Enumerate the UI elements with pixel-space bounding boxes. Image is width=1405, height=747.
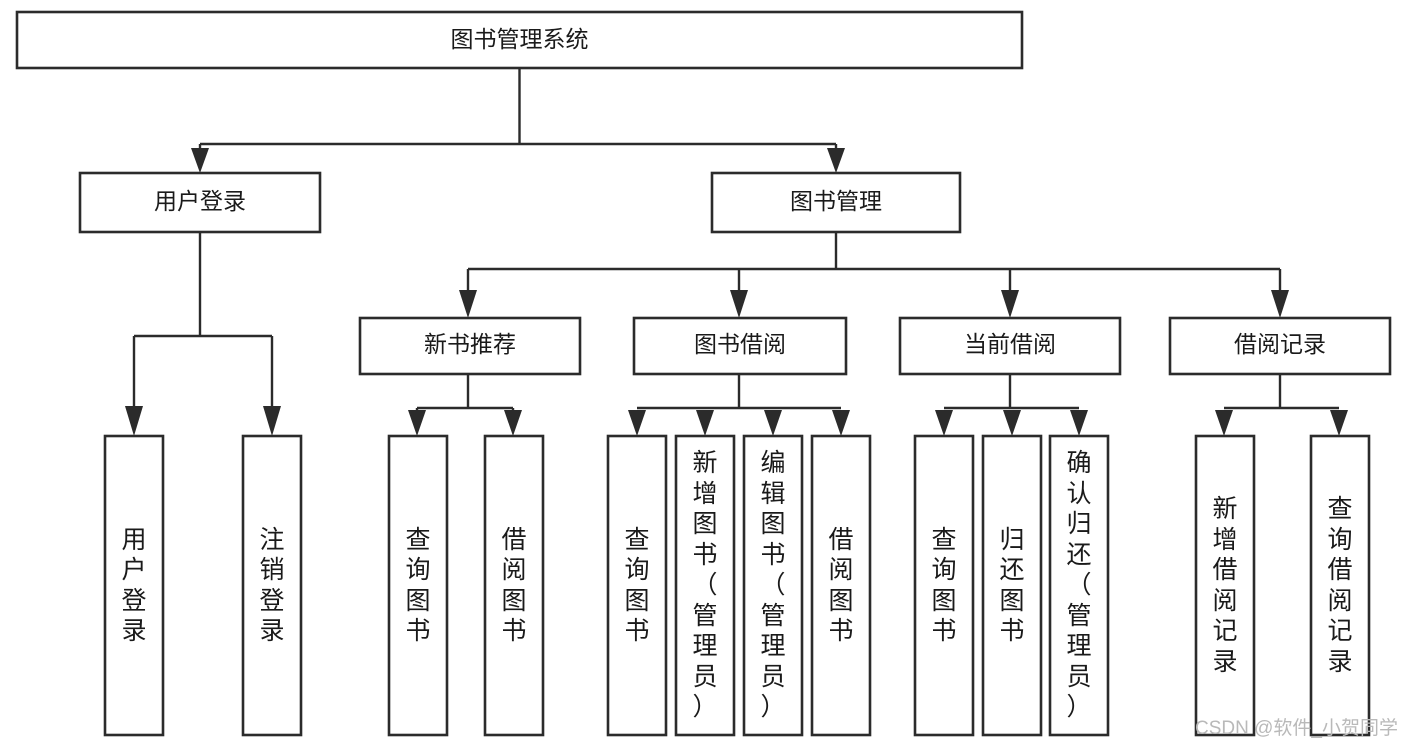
arrowhead-borrow-record — [1271, 290, 1289, 318]
node-book-management-box[interactable] — [710, 171, 962, 234]
node-current-borrow-box[interactable] — [898, 316, 1122, 376]
arrowhead-leaf-confirm-return — [1070, 410, 1088, 436]
leaf-confirm-return-box[interactable] — [1048, 434, 1110, 737]
leaf-query-book-borrow-box[interactable] — [606, 434, 668, 737]
node-user-login-label: 用户登录 — [154, 188, 246, 214]
node-new-book-recommend-box[interactable] — [358, 316, 582, 376]
connector-layer — [125, 68, 1348, 436]
leaf-edit-book-box[interactable] — [742, 434, 804, 737]
csdn-watermark: CSDN @软件_小贺同学 — [1195, 717, 1398, 739]
node-root-box[interactable] — [15, 10, 1024, 70]
node-borrow-record-box[interactable] — [1168, 316, 1392, 376]
leaf-add-book-box[interactable] — [674, 434, 736, 737]
leaf-logout-box[interactable] — [241, 434, 303, 737]
node-book-borrow-box[interactable] — [632, 316, 848, 376]
arrowhead-leaf-user-login — [125, 406, 143, 436]
node-root-label: 图书管理系统 — [451, 26, 589, 52]
node-borrow-record[interactable]: 借阅记录 — [1168, 316, 1392, 376]
node-book-management-label: 图书管理 — [790, 188, 882, 214]
arrowhead-leaf-logout — [263, 406, 281, 436]
arrowhead-leaf-add-book — [696, 410, 714, 436]
arrowhead-new-book-recommend — [459, 290, 477, 318]
arrowhead-current-borrow — [1001, 290, 1019, 318]
leaf-query-book-current-box[interactable] — [913, 434, 975, 737]
arrowhead-leaf-borrow-book — [832, 410, 850, 436]
node-current-borrow-label: 当前借阅 — [964, 331, 1056, 357]
node-user-login-box[interactable] — [78, 171, 322, 234]
leaf-user-login-box[interactable] — [103, 434, 165, 737]
leaf-borrow-book-box[interactable] — [810, 434, 872, 737]
leaf-query-record-box[interactable] — [1309, 434, 1371, 737]
arrowhead-leaf-edit-book — [764, 410, 782, 436]
arrowhead-leaf-return-book — [1003, 410, 1021, 436]
leaf-borrow-book-new-box[interactable] — [483, 434, 545, 737]
arrowhead-leaf-query-book-borrow — [628, 410, 646, 436]
arrowhead-leaf-query-book-new — [408, 410, 426, 436]
leaf-add-record-box[interactable] — [1194, 434, 1256, 737]
arrowhead-book-borrow — [730, 290, 748, 318]
node-book-management[interactable]: 图书管理 — [710, 171, 962, 234]
arrowhead-leaf-query-book-current — [935, 410, 953, 436]
node-new-book-recommend-label: 新书推荐 — [424, 331, 516, 357]
node-book-borrow[interactable]: 图书借阅 — [632, 316, 848, 376]
arrowhead-user-login — [191, 148, 209, 173]
node-new-book-recommend[interactable]: 新书推荐 — [358, 316, 582, 376]
arrowhead-leaf-borrow-book-new — [504, 410, 522, 436]
node-borrow-record-label: 借阅记录 — [1234, 331, 1326, 357]
leaf-query-book-new-box[interactable] — [387, 434, 449, 737]
node-user-login[interactable]: 用户登录 — [78, 171, 322, 234]
arrowhead-book-management — [827, 148, 845, 173]
leaf-node-layer — [103, 434, 1371, 737]
arrowhead-leaf-add-record — [1215, 410, 1233, 436]
node-root[interactable]: 图书管理系统 — [15, 10, 1024, 70]
leaf-return-book-box[interactable] — [981, 434, 1043, 737]
node-current-borrow[interactable]: 当前借阅 — [898, 316, 1122, 376]
node-book-borrow-label: 图书借阅 — [694, 331, 786, 357]
arrowhead-leaf-query-record — [1330, 410, 1348, 436]
